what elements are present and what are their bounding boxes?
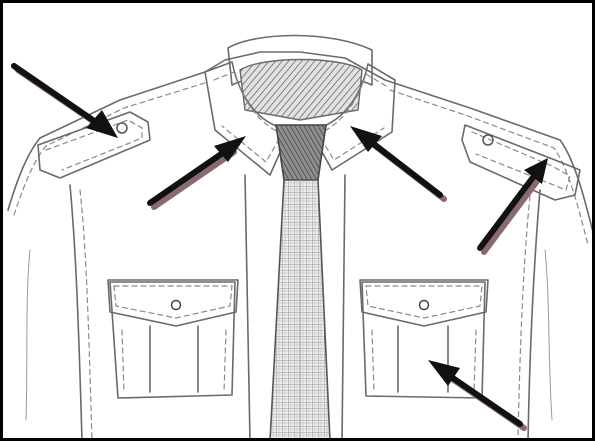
shirt-sketch	[0, 0, 595, 441]
illustration-frame	[0, 0, 595, 441]
